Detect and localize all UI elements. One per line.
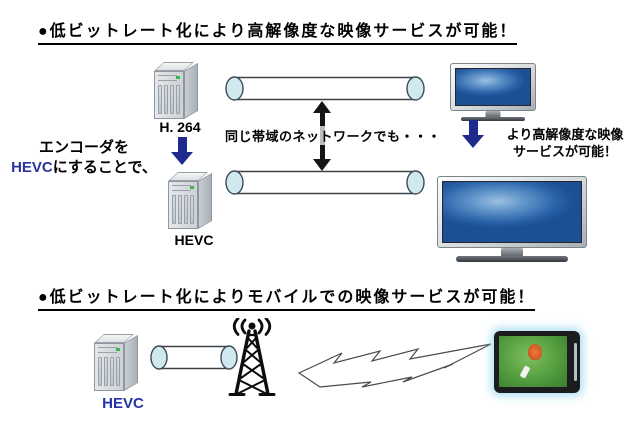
tower-leg-left [234,329,251,396]
pipe-icon-top [225,76,425,101]
down-arrow-icon-left [171,137,193,165]
tv-stand-neck [501,248,523,256]
down-arrow-shaft [468,120,478,135]
server-front-face [168,181,198,229]
tv-frame [437,176,587,248]
radio-wave-icon [298,343,492,388]
server-side-face [198,172,212,229]
down-arrow-shaft [177,137,187,152]
server-side-face [124,334,138,391]
encoder-note-line1: エンコーダを [38,139,129,156]
down-arrow-icon-right [462,120,484,148]
section1-title: ●低ビットレート化により高解像度な映像サービスが可能！ [38,17,518,45]
server-led-icon [190,186,194,189]
encoder-note-line2: HEVCにすることで、 [8,158,160,178]
result-note-line2: サービスが可能！ [512,143,617,159]
server-label-hevc-mobile: HEVC [102,395,144,412]
section2-title: ●低ビットレート化によりモバイルでの映像サービスが可能！ [38,283,536,311]
encoder-note: エンコーダを HEVCにすることで、 [8,138,160,177]
tablet-screen [499,336,567,387]
server-label-hevc: HEVC [174,232,214,248]
hevc-highlight: HEVC [11,158,53,176]
pipe-icon-bottom [225,170,425,195]
server-drive-bays [158,85,180,114]
server-icon-hevc-mobile [92,328,148,396]
server-icon-h264 [152,56,208,124]
server-label-h264: H. 264 [159,119,201,135]
server-front-face [154,71,184,119]
tv-frame [450,63,536,111]
server-icon-hevc [166,166,222,234]
down-arrow-head [171,152,193,165]
down-arrow-head [462,135,484,148]
pipe-body [234,171,416,194]
pipe-end-left [225,170,244,195]
pipe-end-right [406,76,425,101]
tv-icon-small [450,63,536,125]
radio-arc-right-outer [264,318,272,336]
antenna-dot [248,322,256,330]
server-led-icon [116,348,120,351]
tv-stand-base [456,256,568,262]
antenna-tower-icon [228,318,276,396]
radio-arc-left-outer [232,318,240,336]
result-note: より高解像度な映像 サービスが可能！ [497,127,633,161]
tablet-icon [494,331,580,393]
server-vent [172,185,191,191]
encoder-note-rest: にすることで、 [52,158,157,176]
tablet-side-edge [574,343,577,381]
server-front-face [94,343,124,391]
network-note: 同じ帯域のネットワークでも・・・ [224,126,442,145]
pipe-end-right [406,170,425,195]
server-vent [158,75,177,81]
pipe-body [159,346,229,369]
radio-arc-left-inner [240,318,247,335]
tower-leg-right [253,329,270,396]
tv-screen [455,68,531,106]
server-drive-bays [172,195,194,224]
pipe-end-left [225,76,244,101]
soccer-player-shorts [519,364,531,379]
tv-icon-large [437,176,587,266]
zigzag-bolt [298,343,492,388]
server-drive-bays [98,357,120,386]
result-note-line1: より高解像度な映像 [506,127,624,142]
pipe-end-right [220,345,238,370]
pipe-body [234,77,416,100]
double-arrow-head-down [313,159,331,171]
server-side-face [184,62,198,119]
pipe-end-left [150,345,168,370]
tower-cross-braces [236,337,268,395]
server-led-icon [176,76,180,79]
double-arrow-head-up [313,101,331,113]
server-vent [98,347,117,353]
tv-stand-neck [485,111,501,117]
pipe-icon-mobile [150,345,238,370]
tv-stand-base [461,117,525,121]
radio-arc-right-inner [257,318,264,335]
tv-screen [442,181,582,243]
soccer-player-figure [527,344,542,361]
